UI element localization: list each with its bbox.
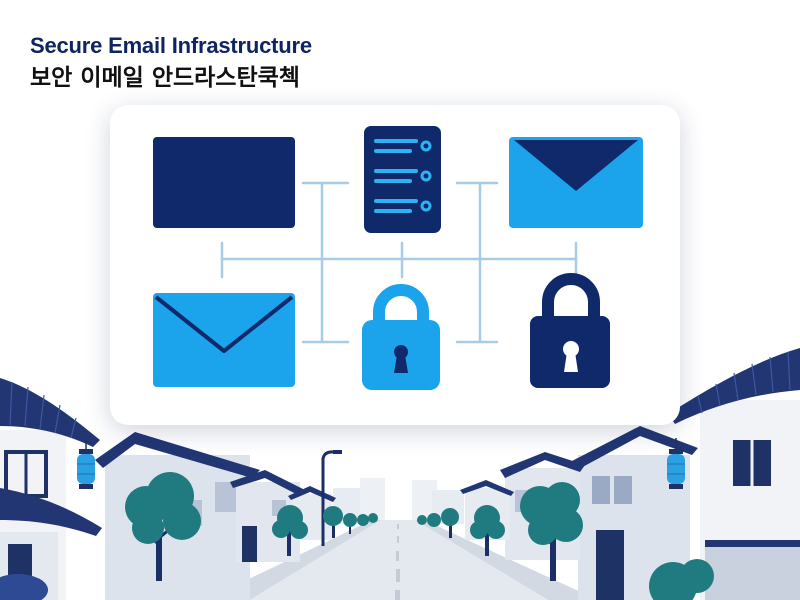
traditional-house-right	[668, 348, 800, 600]
lantern-right	[667, 438, 685, 489]
lantern-left	[77, 440, 95, 489]
tree-left-small	[323, 506, 378, 538]
header: Secure Email Infrastructure 보안 이메일 안드라스탄…	[30, 33, 312, 93]
diagram-card	[110, 105, 680, 425]
page-title: Secure Email Infrastructure	[30, 33, 312, 58]
page-subtitle: 보안 이메일 안드라스탄쿡첵	[30, 65, 300, 91]
tree-left-medium	[272, 505, 308, 556]
tree-right-medium	[470, 505, 505, 556]
tree-right-large	[520, 482, 583, 581]
road-center-line	[395, 524, 400, 600]
bushes	[0, 559, 714, 600]
traditional-house-left	[0, 378, 102, 600]
street-lamp	[321, 450, 342, 546]
tree-right-small	[417, 508, 459, 538]
tree-left-large	[125, 472, 201, 581]
